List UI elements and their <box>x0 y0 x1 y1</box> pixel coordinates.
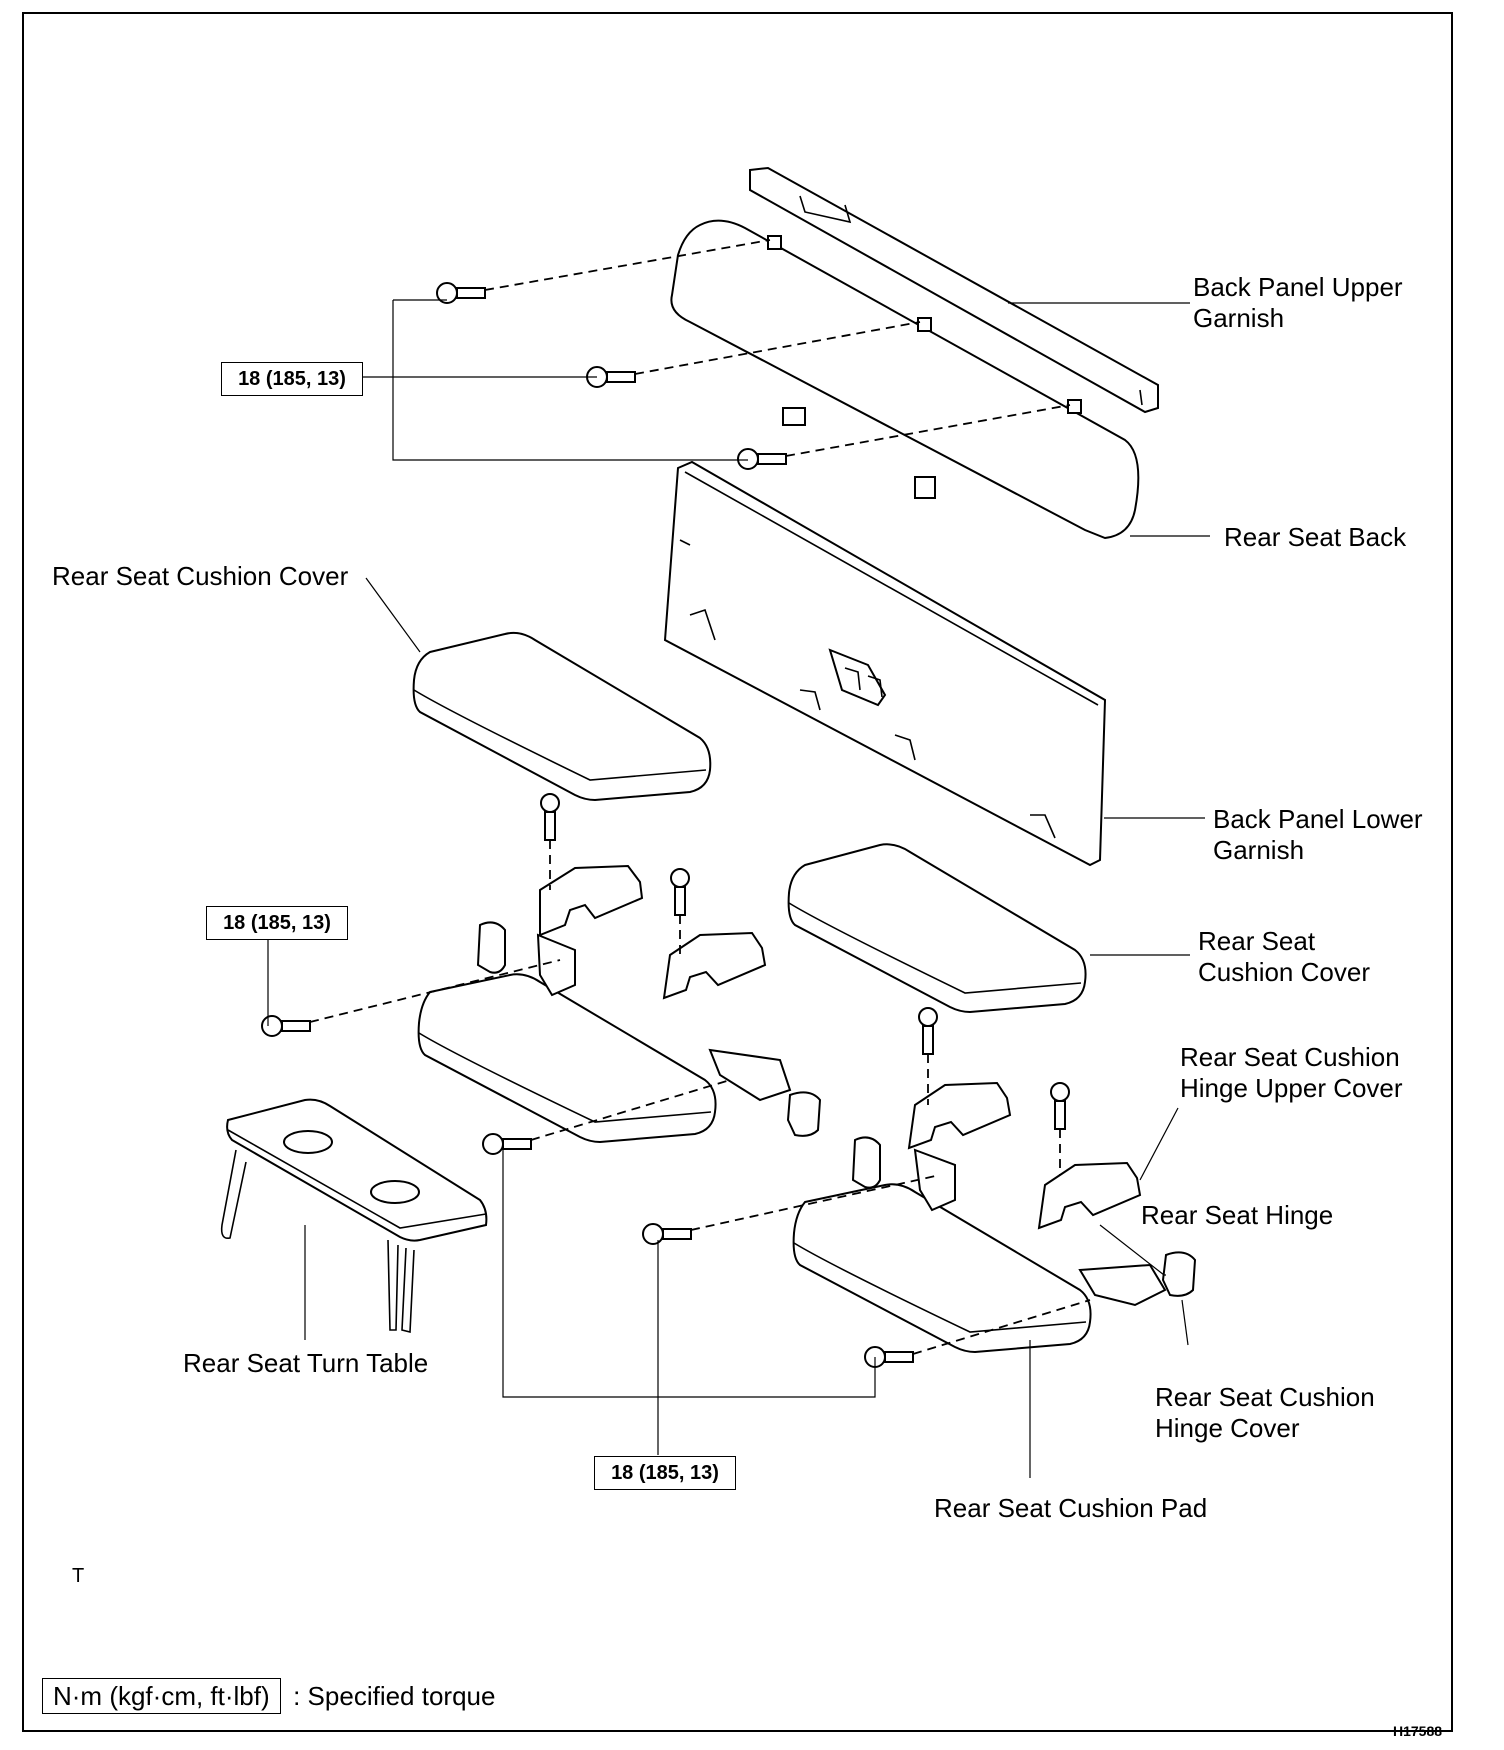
label-turn-table: Rear Seat Turn Table <box>183 1348 429 1378</box>
torque-box-3: 18 (185, 13) <box>594 1456 736 1490</box>
label-rear-seat-back: Rear Seat Back <box>1224 522 1407 552</box>
back-panel-upper-garnish <box>749 166 1159 414</box>
label-back-panel-lower-garnish: Back Panel Lower Garnish <box>1213 804 1423 865</box>
label-hinge-cover: Rear Seat Cushion Hinge Cover <box>1155 1382 1375 1443</box>
legend: N·m (kgf·cm, ft·lbf) : Specified torque <box>42 1678 495 1714</box>
torque-box-2: 18 (185, 13) <box>206 906 348 940</box>
diagram-frame <box>22 12 1453 1732</box>
label-hinge-upper-cover: Rear Seat Cushion Hinge Upper Cover <box>1180 1042 1403 1103</box>
turn-table <box>220 1098 488 1334</box>
label-back-panel-upper-garnish: Back Panel Upper Garnish <box>1193 272 1403 333</box>
rear-seat-back <box>670 219 1140 540</box>
cushion-pad-right <box>792 1183 1092 1354</box>
label-rear-seat-cushion-cover-left: Rear Seat Cushion Cover <box>52 561 349 591</box>
leader-lines <box>267 299 1210 1478</box>
legend-unit-box: N·m (kgf·cm, ft·lbf) <box>42 1678 281 1714</box>
cushion-cover-right <box>787 843 1087 1014</box>
torque-box-1: 18 (185, 13) <box>221 362 363 396</box>
hinges <box>476 864 1197 1307</box>
label-rear-seat-cushion-cover-right: Rear Seat Cushion Cover <box>1198 926 1370 987</box>
bolts <box>261 282 1070 1368</box>
label-cushion-pad: Rear Seat Cushion Pad <box>934 1493 1208 1523</box>
label-rear-seat-hinge: Rear Seat Hinge <box>1141 1200 1334 1230</box>
corner-mark: T <box>72 1565 85 1587</box>
figure-code: H17588 <box>1393 1723 1443 1739</box>
cushion-pad-left <box>417 973 717 1144</box>
back-panel-lower-garnish <box>663 460 1107 867</box>
legend-text: : Specified torque <box>293 1681 496 1711</box>
cushion-cover-left <box>412 631 712 802</box>
dashed-leaders <box>309 239 1091 1355</box>
